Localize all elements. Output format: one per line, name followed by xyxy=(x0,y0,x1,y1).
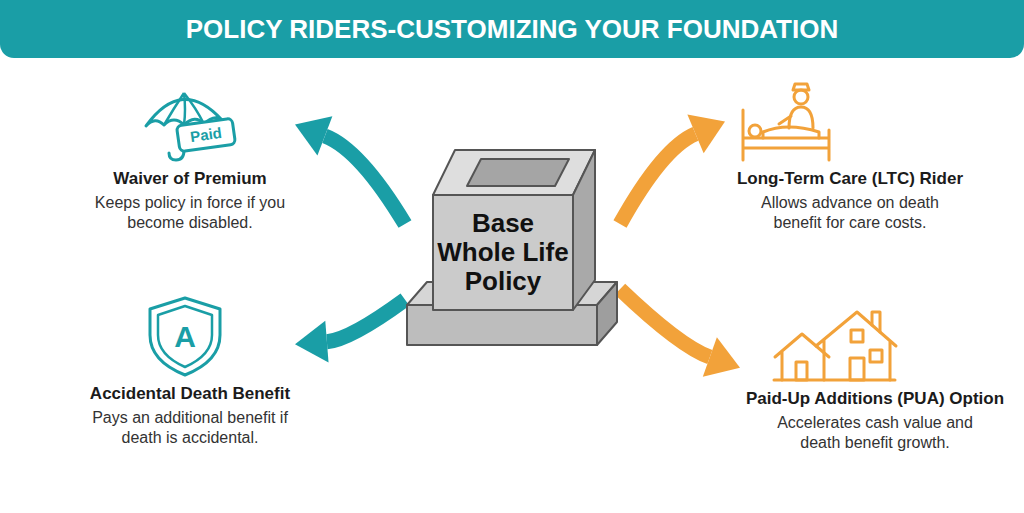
big-window xyxy=(870,350,882,362)
shield-letter: A xyxy=(168,319,202,355)
policy-block: Base Whole Life Policy xyxy=(405,140,620,350)
care-bed-icon xyxy=(735,80,840,165)
shield-inner xyxy=(158,306,212,367)
arrow-head xyxy=(703,337,740,377)
patient-blanket xyxy=(763,127,819,138)
rider-heading: Waiver of Premium xyxy=(85,168,295,190)
rider-description: Keeps policy in force if you become disa… xyxy=(90,193,290,233)
arrow-shaft xyxy=(325,136,405,224)
small-door xyxy=(796,362,807,380)
big-door xyxy=(850,358,864,380)
care-bed-lines xyxy=(743,84,829,160)
chimney xyxy=(872,312,880,332)
umbrella-icon xyxy=(138,80,242,165)
bed-frame xyxy=(743,110,829,160)
umbrella-ribs xyxy=(164,93,204,125)
title-band: POLICY RIDERS-CUSTOMIZING YOUR FOUNDATIO… xyxy=(0,0,1024,58)
arrow-head xyxy=(687,114,725,153)
rider-item: Accidental Death BenefitPays an addition… xyxy=(85,293,295,448)
houses-lines xyxy=(774,312,896,380)
arrow-head xyxy=(295,116,332,155)
big-house xyxy=(816,312,896,380)
cube-hole xyxy=(467,159,569,186)
cube-side xyxy=(573,150,595,310)
connector-arrow xyxy=(295,116,405,224)
plinth-side xyxy=(597,282,617,345)
nurse-body xyxy=(789,107,813,128)
rider-description: Allows advance on death benefit for care… xyxy=(750,193,950,233)
title-text: POLICY RIDERS-CUSTOMIZING YOUR FOUNDATIO… xyxy=(186,14,838,45)
cube-top xyxy=(433,150,595,195)
rider-description: Accelerates cash value and death benefit… xyxy=(763,413,988,453)
nurse-head xyxy=(794,90,808,104)
arrow-head xyxy=(295,321,329,363)
small-house xyxy=(775,334,829,380)
nurse-arm xyxy=(779,116,791,124)
connector-arrow xyxy=(620,289,740,377)
arrow-shaft xyxy=(327,300,405,342)
patient-head xyxy=(749,125,761,137)
rider-heading: Accidental Death Benefit xyxy=(85,383,295,405)
block-label-area: Base Whole Life Policy xyxy=(433,195,573,310)
rider-description: Pays an additional benefit if death is a… xyxy=(88,408,293,448)
nurse-cap xyxy=(793,84,809,90)
houses-icon xyxy=(772,302,897,384)
attic-window xyxy=(851,330,863,342)
block-label: Base Whole Life Policy xyxy=(433,209,573,296)
connector-arrow xyxy=(295,300,405,363)
arrow-shaft xyxy=(620,289,710,357)
cube-front xyxy=(433,195,573,310)
rider-heading: Long-Term Care (LTC) Rider xyxy=(725,168,975,190)
shield-outer xyxy=(150,298,220,375)
arrow-shaft xyxy=(620,134,696,224)
connector-arrow xyxy=(620,114,725,224)
tag-shape xyxy=(176,118,235,152)
rider-item: Long-Term Care (LTC) RiderAllows advance… xyxy=(725,78,975,233)
rider-heading: Paid-Up Additions (PUA) Option xyxy=(740,388,1010,410)
tag-body xyxy=(176,118,235,152)
ground-line xyxy=(774,379,895,382)
